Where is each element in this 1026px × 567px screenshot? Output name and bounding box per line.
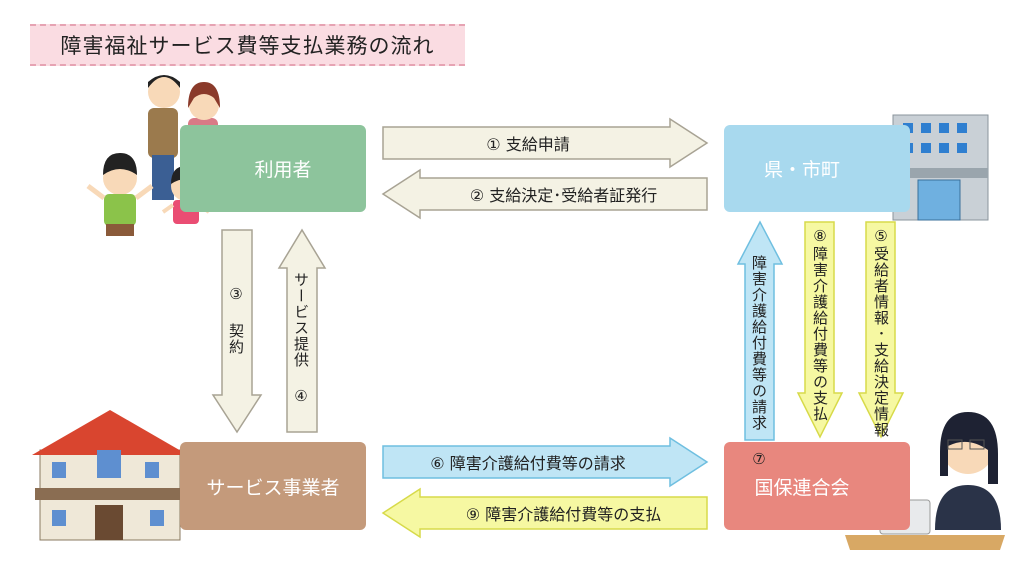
- arrow-5-label: ⑤受給者情報･支給決定情報: [872, 227, 890, 438]
- arrow-2: [381, 168, 708, 220]
- arrow-3: [211, 229, 263, 434]
- node-user-label: 利用者: [254, 159, 312, 181]
- arrow-1-label: ① 支給申請: [486, 135, 570, 154]
- arrow-8: [796, 221, 844, 439]
- arrow-6: [382, 436, 709, 488]
- node-provider: サービス事業者: [180, 442, 366, 530]
- arrow-6-label: ⑥ 障害介護給付費等の請求: [430, 454, 626, 473]
- diagram-title: 障害福祉サービス費等支払業務の流れ: [30, 24, 465, 66]
- node-federation: 国保連合会: [724, 442, 910, 530]
- arrow-9: [381, 487, 708, 539]
- arrow-8-label: ⑧障害介護給付費等の支払: [811, 227, 829, 422]
- arrow-4-label: サービス提供 ④: [292, 272, 310, 406]
- node-provider-label: サービス事業者: [206, 476, 340, 499]
- arrow-7: [736, 220, 784, 441]
- node-federation-label: 国保連合会: [754, 476, 850, 499]
- node-municipality: 県・市町: [724, 125, 910, 212]
- arrow-4: [277, 228, 327, 433]
- arrow-5: [857, 221, 905, 439]
- node-municipality-label: 県・市町: [763, 159, 840, 181]
- arrow-1: [382, 117, 709, 169]
- arrow-9-label: ⑨ 障害介護給付費等の支払: [465, 505, 662, 524]
- arrow-7-label: 障害介護給付費等の請求 ⑦: [750, 255, 768, 469]
- node-user: 利用者: [180, 125, 366, 212]
- arrow-3-label: ③ 契約: [227, 285, 245, 355]
- arrow-2-label: ② 支給決定･受給者証発行: [469, 186, 658, 205]
- house-illustration: [32, 410, 188, 541]
